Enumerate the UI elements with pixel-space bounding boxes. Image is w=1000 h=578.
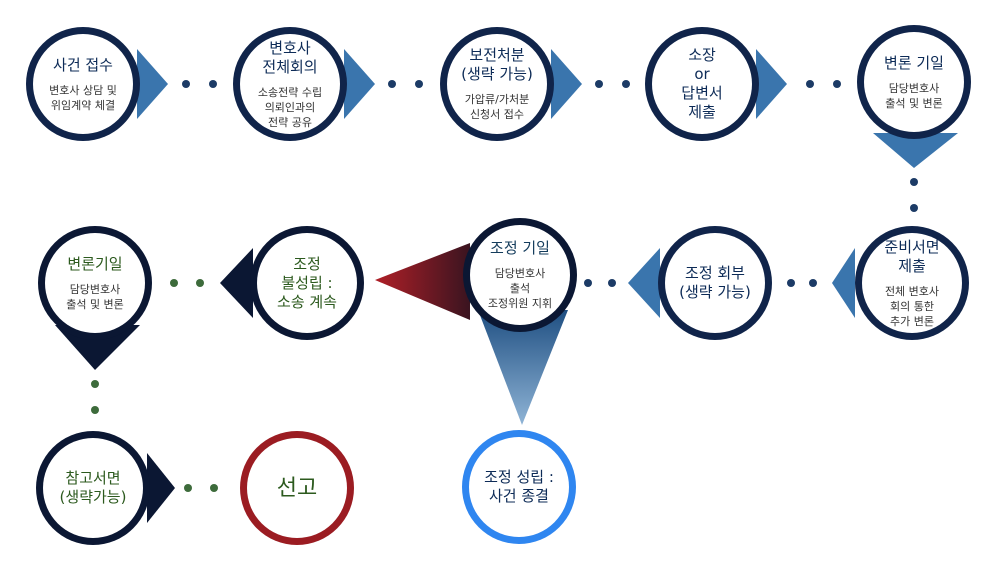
step-title: 변호사 전체회의 [262, 38, 318, 76]
node-reference-brief-shape [36, 431, 175, 545]
node-case-intake-shape [26, 27, 168, 141]
connector-dots-row1 [182, 80, 918, 287]
step-title: 조정 회부 (생략 가능) [679, 264, 751, 301]
node-mediation-success-shape [462, 430, 576, 544]
step-mediation-referral: 조정 회부 (생략 가능) [670, 238, 760, 328]
step-title: 보전처분 (생략 가능) [461, 46, 533, 83]
step-hearing-2: 변론기일 담당변호사 출석 및 변론 [50, 238, 140, 328]
step-subtitle: 변호사 상담 및 위임계약 체결 [49, 83, 117, 112]
node-hearing-1-shape [857, 25, 971, 168]
step-mediation-fail: 조정 불성립 : 소송 계속 [262, 238, 352, 328]
node-complaint-shape [645, 27, 787, 141]
step-title: 사건 접수 [53, 55, 113, 74]
step-brief: 준비서면 제출 전체 변호사 회의 통한 추가 변론 [867, 238, 957, 328]
step-case-intake: 사건 접수 변호사 상담 및 위임계약 체결 [38, 39, 128, 129]
node-preservation-shape [440, 27, 582, 141]
step-subtitle: 담당변호사 출석 및 변론 [885, 81, 943, 110]
step-title: 변론 기일 [884, 53, 944, 72]
step-title: 조정 기일 [490, 239, 550, 257]
step-complaint: 소장 or 답변서 제출 [657, 39, 747, 129]
step-reference-brief: 참고서면 (생략가능) [48, 443, 138, 533]
step-subtitle: 담당변호사 출석 조정위원 지휘 [487, 267, 553, 310]
node-mediation-date-shape [375, 218, 577, 425]
step-verdict: 선고 [252, 443, 342, 533]
step-lawyer-meeting: 변호사 전체회의 소송전략 수립 의뢰인과의 전략 공유 [245, 39, 335, 129]
step-title: 조정 성립 : 사건 종결 [484, 468, 554, 505]
node-mediation-fail-shape [220, 226, 364, 340]
step-title: 조정 불성립 : 소송 계속 [277, 254, 337, 311]
node-brief-shape [832, 226, 969, 340]
step-subtitle: 담당변호사 출석 및 변론 [66, 282, 124, 311]
step-subtitle: 소송전략 수립 의뢰인과의 전략 공유 [257, 85, 323, 129]
node-hearing-2-shape [38, 226, 152, 370]
step-subtitle: 가압류/가처분 신청서 접수 [464, 93, 530, 121]
node-lawyer-meeting-shape [233, 27, 375, 141]
connector-dots-row2 [91, 279, 218, 492]
step-title: 참고서면 (생략가능) [59, 469, 127, 506]
step-hearing-1: 변론 기일 담당변호사 출석 및 변론 [869, 37, 959, 127]
node-verdict-shape [240, 431, 354, 545]
step-title: 소장 or 답변서 제출 [681, 46, 723, 121]
step-mediation-success: 조정 성립 : 사건 종결 [474, 442, 564, 532]
step-mediation-date: 조정 기일 담당변호사 출석 조정위원 지휘 [475, 230, 565, 320]
step-title: 선고 [276, 475, 318, 501]
step-preservation: 보전처분 (생략 가능) 가압류/가처분 신청서 접수 [452, 39, 542, 129]
step-title: 변론기일 [67, 254, 123, 273]
node-mediation-referral-shape [628, 226, 772, 340]
step-subtitle: 전체 변호사 회의 통한 추가 변론 [884, 284, 940, 328]
step-title: 준비서면 제출 [884, 237, 940, 275]
